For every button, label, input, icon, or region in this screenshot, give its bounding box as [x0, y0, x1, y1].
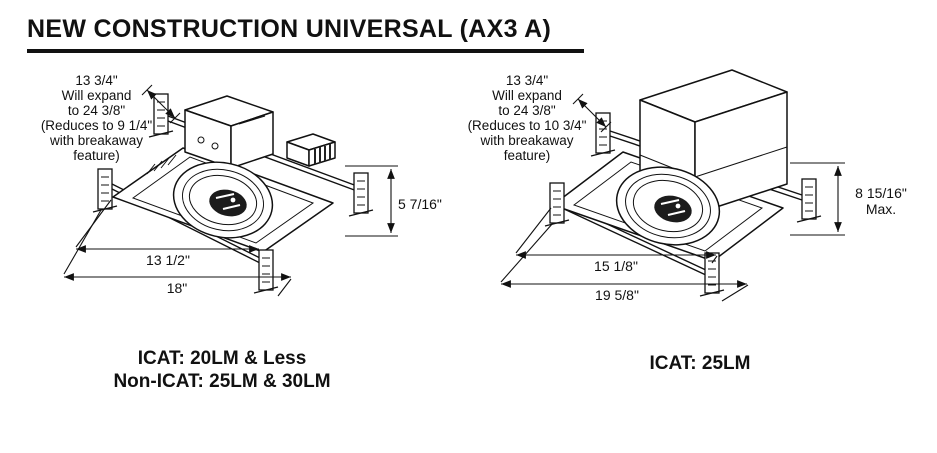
light-opening: [615, 166, 721, 246]
expand-note-right: 13 3/4" Will expand to 24 3/8" (Reduces …: [467, 73, 587, 163]
driver-box: [286, 133, 336, 167]
dimension-lines: [63, 84, 398, 297]
page-title: NEW CONSTRUCTION UNIVERSAL (AX3 A): [27, 15, 552, 43]
title-underline: [27, 49, 584, 53]
junction-box: [184, 95, 274, 169]
height-dimension-left: 5 7/16": [398, 196, 442, 212]
outer-width-dimension-left: 18": [166, 280, 188, 296]
clip-hatching: [146, 154, 177, 175]
caption-right: ICAT: 25LM: [649, 353, 751, 374]
expand-note-left: 13 3/4" Will expand to 24 3/8" (Reduces …: [40, 73, 153, 163]
inner-width-dimension-left: 13 1/2": [146, 252, 190, 268]
dimension-lines: [500, 93, 845, 302]
housing-drawing-right: [500, 69, 845, 302]
outer-width-dimension-right: 19 5/8": [595, 287, 639, 303]
height-dimension-right: 8 15/16" Max.: [855, 185, 907, 217]
inner-width-dimension-right: 15 1/8": [594, 258, 638, 274]
light-opening: [172, 161, 274, 239]
housing-drawing-left: [63, 84, 398, 297]
caption-left: ICAT: 20LM & Less Non-ICAT: 25LM & 30LM: [113, 348, 331, 392]
